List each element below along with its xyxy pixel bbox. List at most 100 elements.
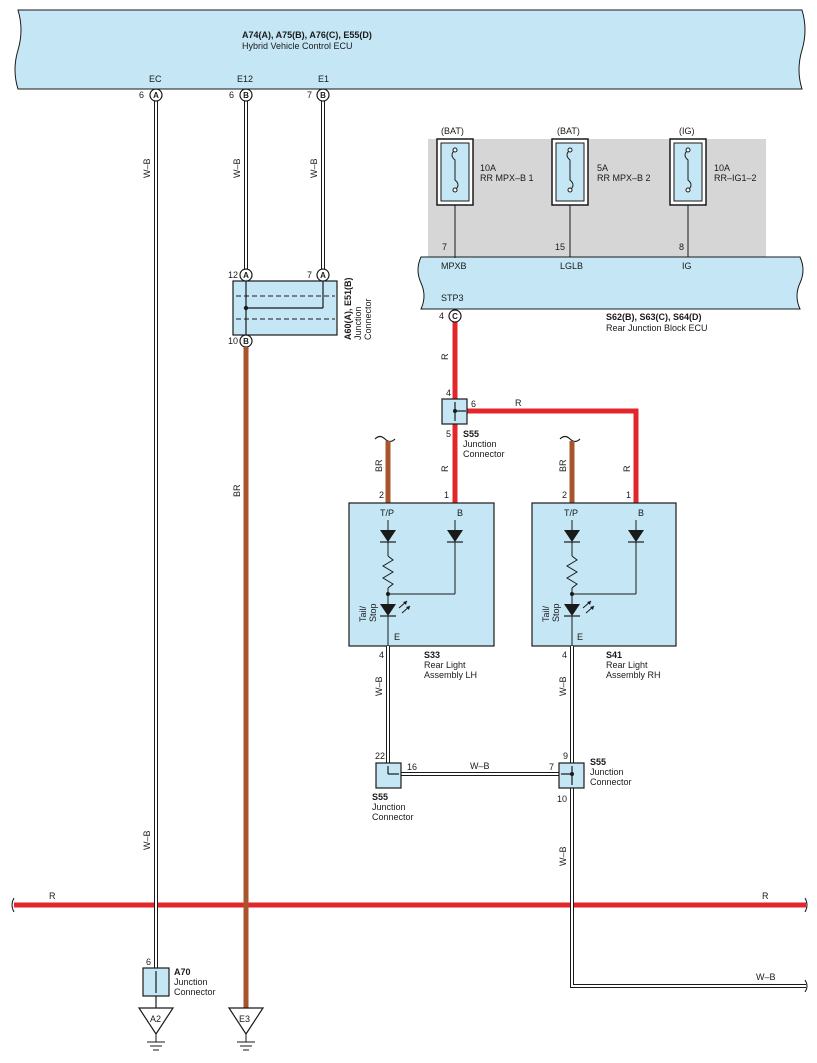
svg-text:B: B (243, 337, 249, 346)
ecu-pin-ec: 6 A (139, 88, 163, 102)
svg-text:6: 6 (229, 90, 234, 100)
wire-label-wb-rh: W–B (558, 676, 568, 696)
svg-text:Tail/: Tail/ (541, 605, 551, 622)
svg-text:4: 4 (446, 388, 451, 398)
svg-text:B: B (320, 91, 326, 100)
ground-e3: E3 (227, 1007, 265, 1051)
fuse-rr-mpx-b1: (BAT) 10A RR MPX–B 1 7 (436, 126, 534, 257)
svg-text:7: 7 (307, 90, 312, 100)
svg-text:2: 2 (379, 490, 384, 500)
rear-light-assembly-rh: 2 1 T/P B E Tail/ Stop 4 S41 Rear Light … (531, 490, 677, 680)
svg-text:T/P: T/P (564, 508, 578, 518)
wire-label-wb-e1: W–B (309, 158, 319, 178)
ecu-terminal-e1: E1 (318, 74, 329, 84)
wire-label-r-bus-right: R (762, 891, 769, 901)
svg-text:Connector: Connector (363, 298, 373, 340)
svg-text:B: B (243, 91, 249, 100)
rjb-name: Rear Junction Block ECU (606, 323, 708, 333)
svg-text:B: B (457, 508, 463, 518)
svg-text:(BAT): (BAT) (557, 126, 580, 136)
svg-text:22: 22 (375, 751, 385, 761)
svg-text:S55: S55 (372, 792, 388, 802)
ecu-name: Hybrid Vehicle Control ECU (242, 41, 353, 51)
ecu-pin-e12: 6 B (229, 88, 253, 102)
rear-junction-block-ecu: MPXB LGLB IG STP3 S62(B), S63(C), S64(D)… (417, 256, 804, 333)
svg-text:S41: S41 (606, 650, 622, 660)
wire-label-br-rh: BR (558, 459, 568, 472)
wire-label-r-1: R (440, 353, 450, 360)
svg-text:12: 12 (228, 270, 238, 280)
svg-text:15: 15 (555, 242, 565, 252)
svg-text:C: C (452, 312, 458, 321)
svg-text:A70: A70 (174, 967, 191, 977)
svg-text:6: 6 (146, 957, 151, 967)
svg-text:S55: S55 (590, 757, 606, 767)
svg-text:Assembly RH: Assembly RH (606, 670, 661, 680)
wire-label-wb-link: W–B (470, 761, 490, 771)
rjb-code: S62(B), S63(C), S64(D) (606, 312, 702, 322)
svg-text:Connector: Connector (590, 777, 632, 787)
rear-light-assembly-lh: 2 1 T/P B E Tail/ Stop 4 S33 Rear Light … (348, 490, 495, 680)
svg-text:4: 4 (562, 650, 567, 660)
svg-text:A2: A2 (150, 1014, 161, 1024)
junction-connector-s55-br: 9 7 10 S55 Junction Connector (549, 751, 632, 804)
svg-text:RR MPX–B 2: RR MPX–B 2 (597, 173, 651, 183)
svg-text:Junction: Junction (463, 439, 497, 449)
wire-label-wb-right: W–B (756, 972, 776, 982)
svg-text:(BAT): (BAT) (441, 126, 464, 136)
ecu-terminal-e12: E12 (237, 74, 253, 84)
wire-label-r-2: R (515, 398, 522, 408)
svg-text:10A: 10A (480, 163, 496, 173)
svg-text:S55: S55 (463, 429, 479, 439)
svg-text:5A: 5A (597, 163, 608, 173)
ecu-code: A74(A), A75(B), A76(C), E55(D) (242, 30, 372, 40)
wire-label-wb-ec-lower: W–B (142, 830, 152, 850)
rjb-pin-c (448, 309, 462, 323)
svg-text:E: E (394, 632, 400, 642)
ground-a2: A2 (137, 1007, 175, 1051)
junction-connector-s55-top: 4 6 5 S55 Junction Connector (441, 388, 505, 459)
svg-text:Rear Light: Rear Light (606, 660, 648, 670)
svg-text:Connector: Connector (174, 987, 216, 997)
svg-text:6: 6 (139, 90, 144, 100)
svg-text:Junction: Junction (353, 306, 363, 340)
svg-text:7: 7 (307, 270, 312, 280)
svg-text:1: 1 (444, 490, 449, 500)
wire-label-r-3: R (440, 465, 450, 472)
wire-br-rh (559, 435, 581, 503)
svg-text:Assembly LH: Assembly LH (424, 670, 477, 680)
wire-label-br-lh: BR (374, 459, 384, 472)
svg-text:Junction: Junction (174, 977, 208, 987)
svg-text:Rear Light: Rear Light (424, 660, 466, 670)
svg-text:IG: IG (682, 261, 692, 271)
wire-label-r-bus-left: R (49, 891, 56, 901)
svg-text:RR–IG1–2: RR–IG1–2 (714, 173, 757, 183)
junction-connector-a70: 6 A70 Junction Connector (142, 957, 216, 1008)
svg-text:(IG): (IG) (679, 126, 695, 136)
svg-text:B: B (638, 508, 644, 518)
a60-code: A60(A), E51(B) (343, 277, 353, 340)
svg-text:9: 9 (563, 751, 568, 761)
svg-text:10: 10 (228, 336, 238, 346)
wire-label-r-4: R (622, 465, 632, 472)
wire-r-stp3 (452, 322, 639, 503)
svg-text:7: 7 (549, 762, 554, 772)
wire-label-br-ground: BR (232, 484, 242, 497)
svg-text:5: 5 (446, 429, 451, 439)
svg-text:S33: S33 (424, 650, 440, 660)
wire-label-wb-lh: W–B (374, 676, 384, 696)
wire-r-bus (11, 897, 808, 913)
svg-text:4: 4 (379, 650, 384, 660)
ecu-pin-e1: 7 B (307, 88, 330, 102)
wire-label-wb-ec: W–B (142, 158, 152, 178)
wire-label-wb-e12: W–B (232, 158, 242, 178)
svg-text:6: 6 (471, 399, 476, 409)
svg-text:E3: E3 (239, 1014, 250, 1024)
wire-br-lh (374, 435, 396, 503)
svg-text:A: A (243, 271, 249, 280)
svg-text:Stop: Stop (368, 603, 378, 622)
svg-text:Junction: Junction (590, 767, 624, 777)
fuse-panel: (BAT) 10A RR MPX–B 1 7 (BAT) 5A RR MPX–B… (428, 126, 766, 257)
wire-label-wb-rh-out: W–B (558, 846, 568, 866)
